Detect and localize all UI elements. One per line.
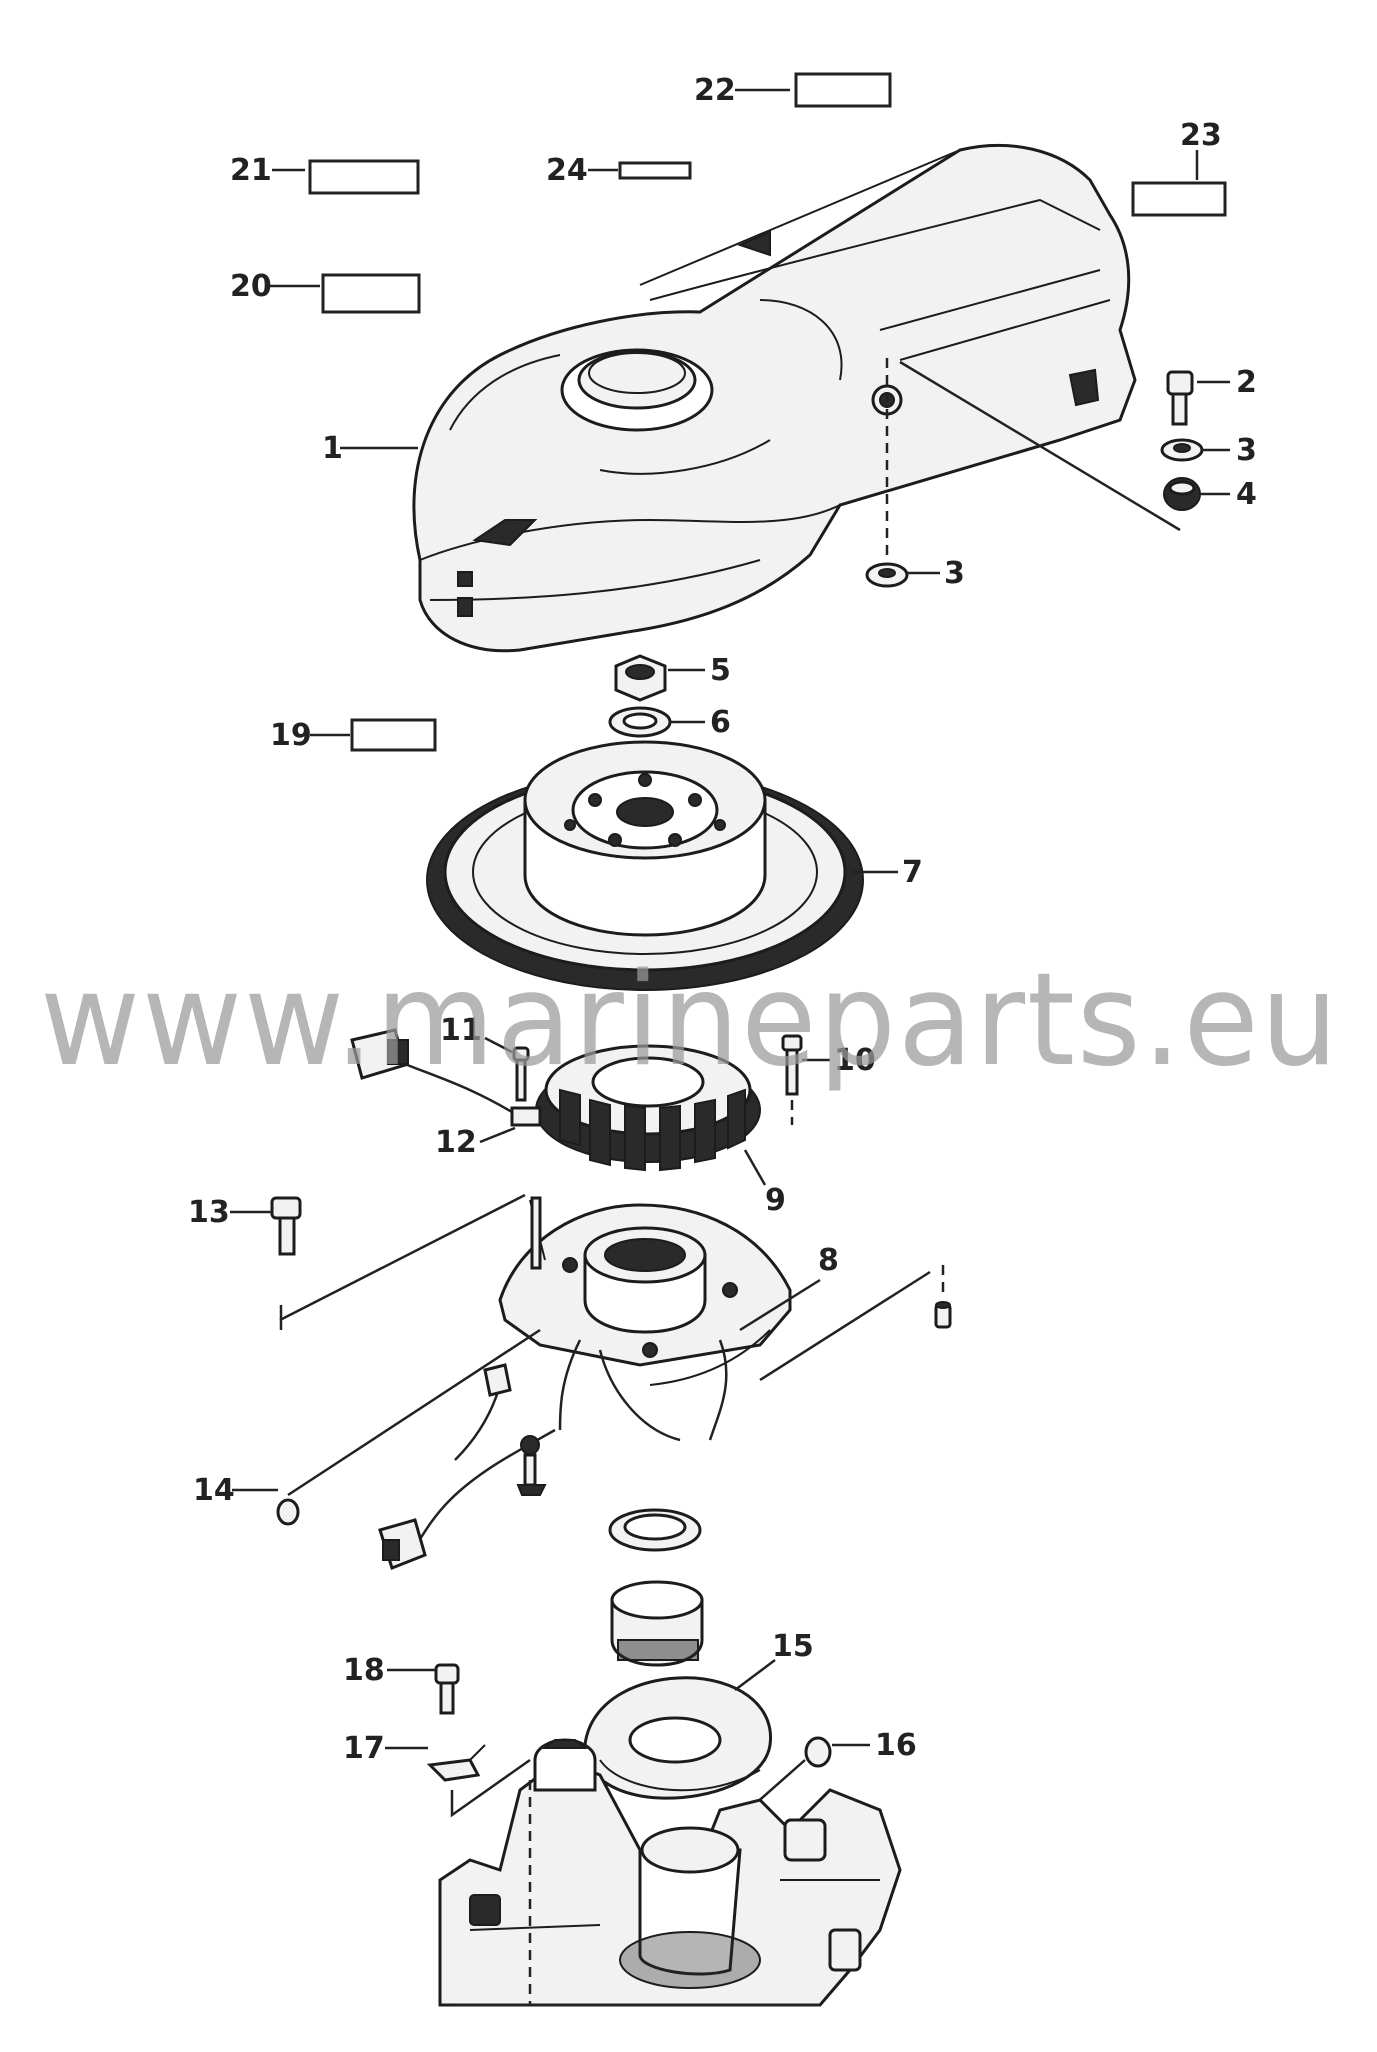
callout-20: 20 xyxy=(230,269,272,304)
ring-bushing xyxy=(610,1580,704,1667)
cover-washer xyxy=(1160,438,1204,462)
callout-14: 14 xyxy=(193,1473,235,1508)
ref-box-24 xyxy=(618,161,692,180)
ref-box-21 xyxy=(308,159,420,195)
callout-10: 10 xyxy=(834,1043,876,1078)
callout-24: 24 xyxy=(546,153,588,188)
callout-3b: 3 xyxy=(944,556,965,591)
cover-washer-lower xyxy=(865,562,909,588)
ref-box-20 xyxy=(321,273,421,314)
callout-4: 4 xyxy=(1236,477,1257,512)
callout-19: 19 xyxy=(270,718,312,753)
callout-13: 13 xyxy=(188,1195,230,1230)
ref-box-19 xyxy=(350,718,437,752)
retaining-collar xyxy=(608,1508,702,1552)
flywheel-cover xyxy=(412,143,1137,653)
callout-22: 22 xyxy=(694,73,736,108)
callout-23: 23 xyxy=(1180,118,1222,153)
ref-box-22 xyxy=(794,72,892,108)
trigger-base-plate xyxy=(498,1196,792,1442)
screw-axis-line-13 xyxy=(279,1193,526,1322)
watermark-text: www.marineparts.eu xyxy=(40,946,1340,1095)
callout-8: 8 xyxy=(818,1243,839,1278)
ref-box-23 xyxy=(1131,181,1227,217)
clip-axis-line xyxy=(450,1758,531,1818)
plate-screw xyxy=(434,1663,460,1715)
bolt-axis-line-2 xyxy=(899,360,1181,532)
reference-boxes xyxy=(308,72,1227,752)
harness-grommet xyxy=(276,1498,300,1526)
base-plate-harness xyxy=(378,1363,556,1570)
grommet-axis-line xyxy=(287,1328,541,1497)
engine-block xyxy=(438,1738,902,2007)
callout-6: 6 xyxy=(710,705,731,740)
callout-21: 21 xyxy=(230,153,272,188)
callout-leaders xyxy=(230,88,1230,1750)
callout-3a: 3 xyxy=(1236,433,1257,468)
callout-12: 12 xyxy=(435,1125,477,1160)
callout-2: 2 xyxy=(1236,365,1257,400)
callout-16: 16 xyxy=(875,1728,917,1763)
base-plate-screw xyxy=(270,1196,302,1256)
flywheel xyxy=(426,740,864,991)
callout-labels: 1 2 3 3 4 5 6 7 8 9 10 11 12 13 14 15 16… xyxy=(188,73,1257,1766)
callout-5: 5 xyxy=(710,653,731,688)
stator xyxy=(535,1044,761,1172)
flywheel-washer xyxy=(608,706,672,738)
cover-grommet xyxy=(1163,477,1201,511)
bushing-axis-line-2 xyxy=(759,1270,931,1382)
callout-1: 1 xyxy=(322,431,343,466)
plug xyxy=(804,1736,832,1768)
stator-screw xyxy=(781,1034,803,1096)
wire-screw xyxy=(512,1046,530,1102)
base-plate-bushing xyxy=(934,1301,952,1329)
bearing-plate xyxy=(583,1676,773,1800)
wire-clip xyxy=(426,1744,486,1782)
callout-15: 15 xyxy=(772,1629,814,1664)
flywheel-nut xyxy=(614,654,667,702)
callout-7: 7 xyxy=(902,855,923,890)
callout-9: 9 xyxy=(765,1183,786,1218)
cover-bolt xyxy=(1166,370,1194,426)
stator-harness xyxy=(350,1028,542,1127)
callout-17: 17 xyxy=(343,1731,385,1766)
callout-18: 18 xyxy=(343,1653,385,1688)
callout-11: 11 xyxy=(440,1013,482,1048)
